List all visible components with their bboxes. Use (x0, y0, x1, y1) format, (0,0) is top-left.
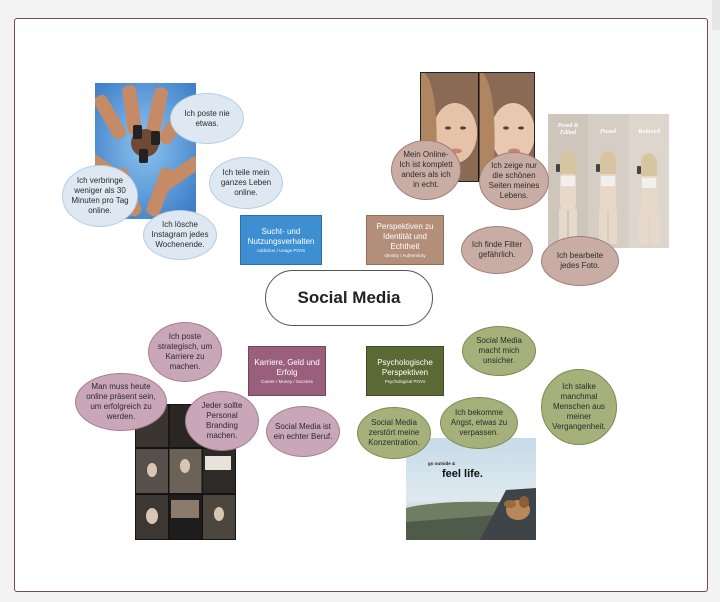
scroll-corner (712, 0, 720, 30)
category-career-title: Karriere, Geld und Erfolg (254, 357, 320, 377)
pose-label-1: Posed & Edited (557, 123, 579, 136)
bubble-identity-1[interactable]: Mein Online-Ich ist komplett anders als … (391, 140, 461, 200)
category-usage[interactable]: Sucht- und Nutzungsverhalten Addiction /… (240, 215, 322, 265)
bubble-psych-4[interactable]: Social Media zerstört meine Konzentratio… (357, 407, 431, 459)
bubble-usage-3[interactable]: Ich verbringe weniger als 30 Minuten pro… (62, 165, 138, 227)
bubble-usage-1[interactable]: Ich poste nie etwas. (170, 93, 244, 144)
category-career[interactable]: Karriere, Geld und Erfolg Career / Money… (248, 346, 326, 396)
bubble-psych-1[interactable]: Social Media macht mich unsicher. (462, 326, 536, 376)
photo-pose-triptych: Posed & Edited Posed Relaxed (548, 114, 669, 248)
bubble-identity-2[interactable]: Ich zeige nur die schönen Seiten meines … (479, 152, 549, 210)
ad-small-text: go outside & (428, 461, 456, 466)
category-identity-subtitle: Identity / Authenticity (384, 252, 426, 258)
bubble-identity-4[interactable]: Ich bearbeite jedes Foto. (541, 236, 619, 286)
category-psych-title: Psychologische Perspektiven (377, 357, 433, 377)
bubble-psych-3[interactable]: Ich bekomme Angst, etwas zu verpassen. (440, 397, 518, 449)
category-identity-title: Perspektiven zu Identität und Echtheit (376, 221, 434, 251)
category-identity[interactable]: Perspektiven zu Identität und Echtheit I… (366, 215, 444, 265)
ad-headline: feel life. (442, 468, 483, 480)
category-usage-title: Sucht- und Nutzungsverhalten (247, 226, 315, 246)
category-psych[interactable]: Psychologische Perspektiven Psychologica… (366, 346, 444, 396)
bubble-career-4[interactable]: Social Media ist ein echter Beruf. (266, 406, 340, 457)
bubble-usage-2[interactable]: Ich teile mein ganzes Leben online. (209, 157, 283, 209)
bubble-psych-2[interactable]: Ich stalke manchmal Menschen aus meiner … (541, 369, 617, 445)
pose-label-3: Relaxed (638, 128, 660, 135)
bubble-career-2[interactable]: Man muss heute online präsent sein, um e… (75, 373, 167, 431)
photo-feel-life-ad: go outside & feel life. (406, 438, 536, 540)
central-topic[interactable]: Social Media (265, 270, 433, 326)
category-psych-subtitle: Psychological POVs (384, 378, 426, 384)
bubble-career-3[interactable]: Jeder sollte Personal Branding machen. (185, 391, 259, 451)
bubble-usage-4[interactable]: Ich lösche Instagram jedes Wochenende. (143, 210, 217, 260)
bubble-career-1[interactable]: Ich poste strategisch, um Karriere zu ma… (148, 322, 222, 382)
bubble-identity-3[interactable]: Ich finde Filter gefährlich. (461, 226, 533, 274)
category-career-subtitle: Career / Money / Success (261, 378, 313, 384)
category-usage-subtitle: Addiction / Usage POVs (256, 247, 306, 253)
pose-label-2: Posed (600, 128, 616, 135)
